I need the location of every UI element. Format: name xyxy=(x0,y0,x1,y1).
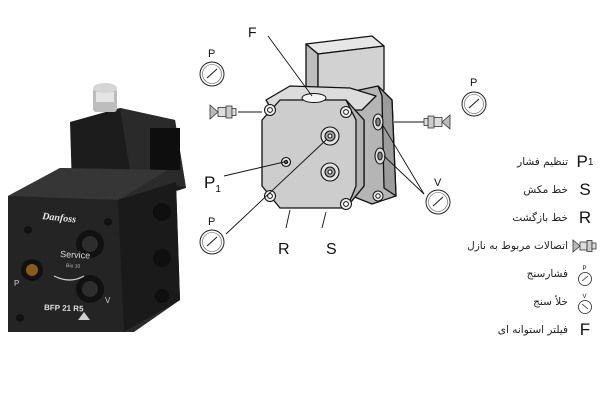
gauge-label-bottom-left: P xyxy=(208,216,215,228)
pressure-gauge-top-left-icon xyxy=(199,61,225,87)
legend-text: فشارسنج xyxy=(526,268,568,280)
label-p1: P1 xyxy=(204,173,221,195)
legend-text: تنظیم فشار xyxy=(517,156,568,168)
legend-item-vacuum-gauge: خلأ سنج V xyxy=(486,288,598,316)
service-label: Service xyxy=(60,249,90,261)
nozzle-fitting-right-icon xyxy=(423,114,451,130)
legend-text: فیلتر استوانه ای xyxy=(497,324,568,336)
pressure-gauge-icon: P xyxy=(578,266,592,286)
svg-text:V: V xyxy=(583,294,587,300)
leader-lines xyxy=(223,35,425,235)
port-label-v: V xyxy=(105,296,111,305)
gauge-label-vacuum: V xyxy=(434,177,442,189)
pressure-gauge-bottom-left-icon xyxy=(199,229,225,255)
side-ports xyxy=(372,113,386,165)
label-s: S xyxy=(326,241,337,258)
legend-item-r: خط بازگشت R xyxy=(486,204,598,232)
legend-item-nozzle: اتصالات مربوط به نازل xyxy=(467,232,598,260)
vacuum-gauge-icon xyxy=(425,189,451,215)
service-sub: Bio 10 xyxy=(66,263,81,270)
gauge-label-top-left: P xyxy=(208,48,215,60)
nozzle-fitting-icon xyxy=(572,239,597,253)
legend-symbol-r: R xyxy=(578,208,592,227)
label-f: F xyxy=(248,24,257,40)
legend-symbol-s: S xyxy=(579,180,591,199)
pressure-gauge-top-right-icon xyxy=(461,91,487,117)
pump-line-drawing xyxy=(261,35,397,209)
pump-body xyxy=(8,168,180,332)
legend-symbol-f: F xyxy=(579,320,591,339)
legend-item-f: فیلتر استوانه ای F xyxy=(486,316,598,344)
legend-text: خلأ سنج xyxy=(533,296,568,308)
model-label: BFP 21 R5 xyxy=(44,303,84,313)
gauge-label-top-right: P xyxy=(470,77,477,89)
legend-text: خط مکش xyxy=(523,184,568,196)
vacuum-gauge-icon: V xyxy=(578,294,592,314)
brand-logo: Danfoss xyxy=(41,211,77,226)
legend-item-s: خط مکش S xyxy=(486,176,598,204)
legend-text: اتصالات مربوط به نازل xyxy=(467,240,568,252)
corner-screws xyxy=(264,104,384,210)
label-r: R xyxy=(278,241,290,258)
svg-text:P: P xyxy=(583,266,587,272)
port-label-p: P xyxy=(14,279,19,288)
nozzle-fitting-left-icon xyxy=(209,104,237,120)
legend-item-pressure-gauge: فشارسنج P xyxy=(486,260,598,288)
rotation-arrow-icon xyxy=(53,275,85,281)
legend-text: خط بازگشت xyxy=(512,212,568,224)
filter-cap xyxy=(301,93,327,103)
